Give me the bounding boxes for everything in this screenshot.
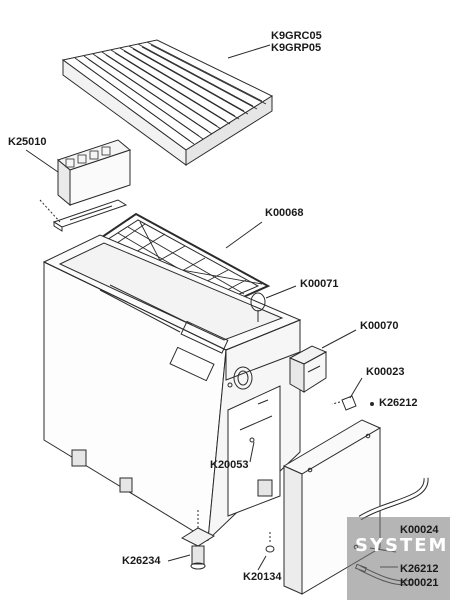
label-k25010: K25010 (8, 136, 47, 148)
leader-tray (321, 329, 357, 349)
label-k26212: K26212 (379, 397, 418, 409)
cabinet-body (42, 234, 302, 542)
leader-foot (167, 554, 191, 562)
leader-hinge (349, 377, 363, 399)
label-k00068: K00068 (265, 207, 304, 219)
watermark-text: SYSTEM (355, 535, 449, 556)
grill-grate (61, 39, 274, 166)
label-k00070: K00070 (360, 320, 399, 332)
foot-part (180, 510, 216, 570)
leader-panel (249, 441, 255, 463)
label-k26212-door: K26212 (400, 563, 439, 575)
label-k00024: K00024 (400, 524, 439, 536)
label-k00021: K00021 (400, 577, 439, 589)
leader-grate (227, 44, 271, 59)
small-part (265, 530, 275, 553)
system-watermark: SYSTEM (347, 517, 450, 600)
leader-small (257, 555, 267, 571)
label-k9grp05: K9GRP05 (271, 42, 322, 54)
knob-part (250, 292, 266, 322)
leader-rack (225, 221, 263, 249)
label-k26234: K26234 (122, 555, 161, 567)
label-k9grc05: K9GRC05 (271, 30, 322, 42)
leader-knob (265, 285, 297, 299)
side-container (56, 139, 132, 207)
label-k20053: K20053 (210, 459, 249, 471)
label-k20134: K20134 (243, 571, 282, 583)
label-k00071: K00071 (300, 278, 339, 290)
label-k00023: K00023 (366, 366, 405, 378)
small-rail (52, 199, 128, 232)
leader-container (25, 149, 59, 173)
hinge-part (331, 395, 357, 411)
drip-tray (288, 345, 328, 393)
